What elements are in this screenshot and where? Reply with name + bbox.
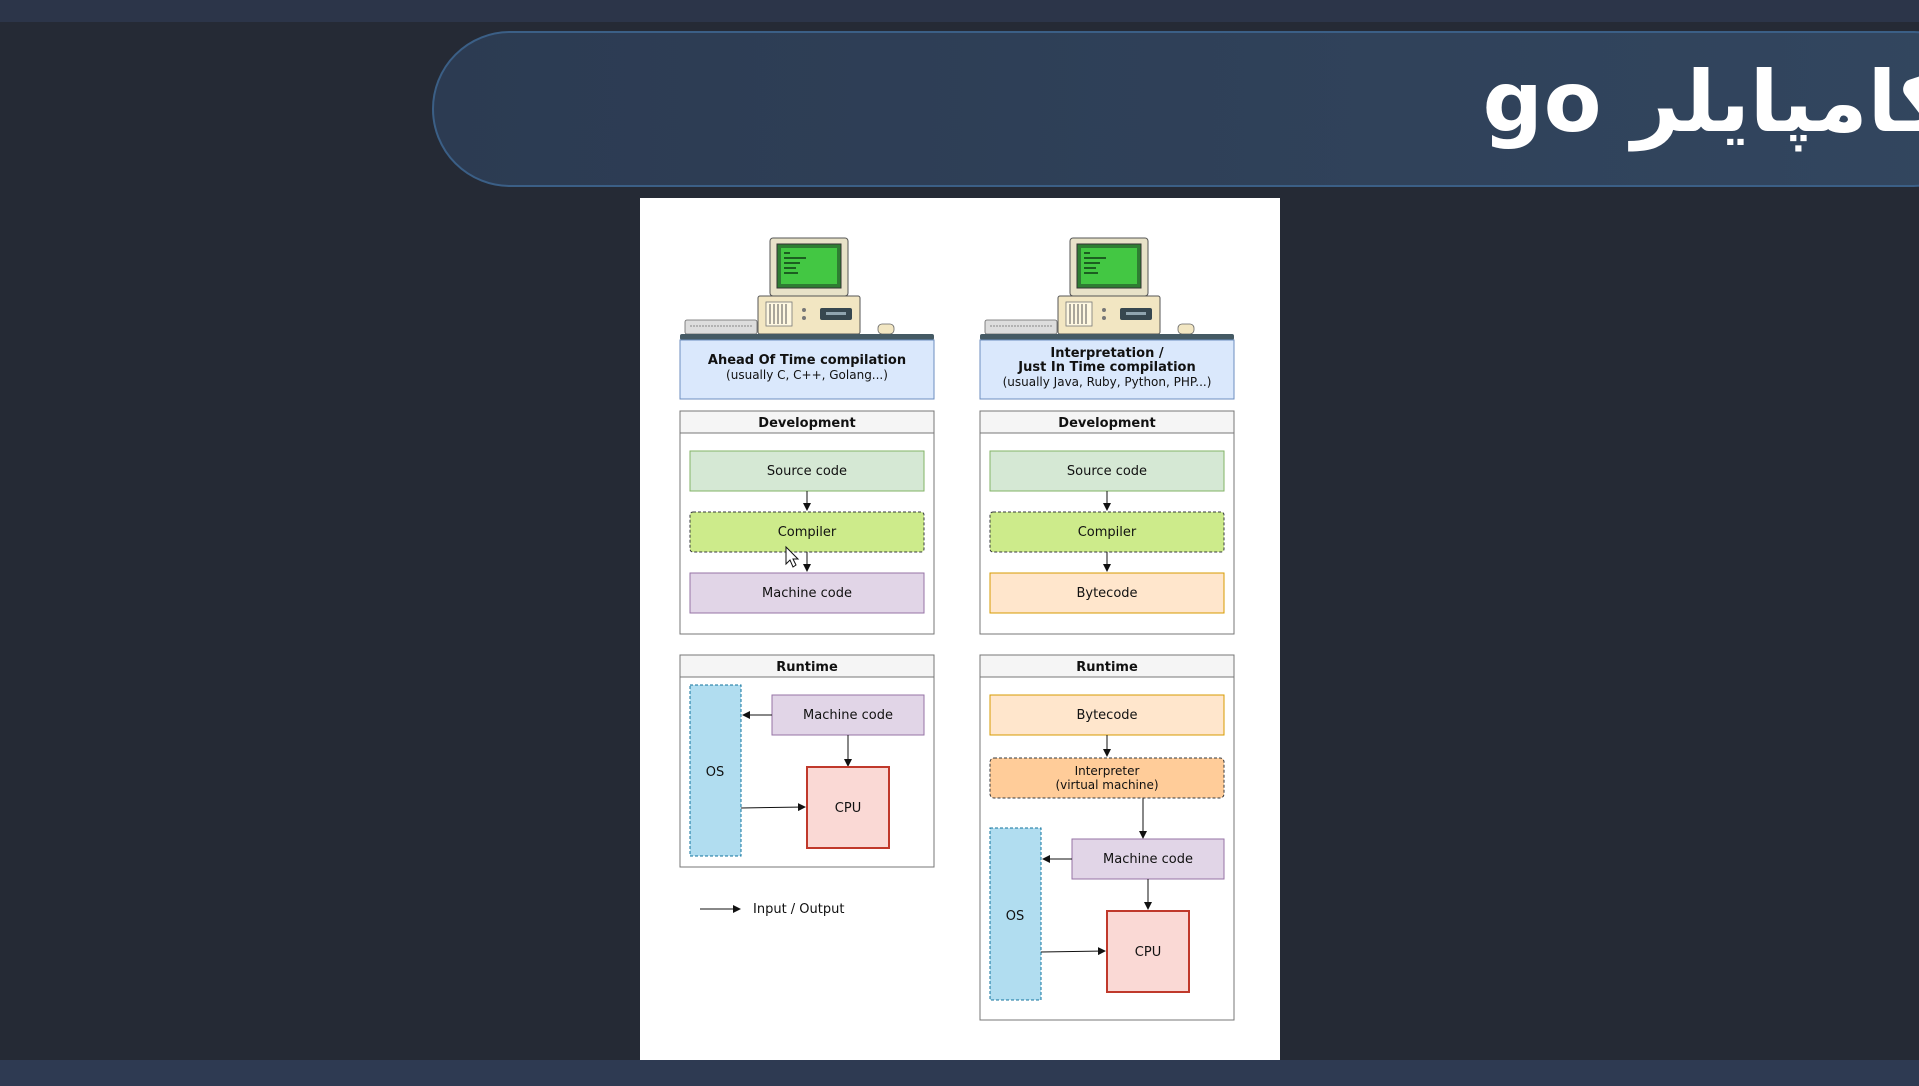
aot-runtime-header-bar bbox=[679, 654, 935, 678]
compilation-diagram: Ahead Of Time compilation (usually C, C+… bbox=[679, 237, 1235, 1021]
jit-title-box bbox=[979, 339, 1235, 400]
mouse-cursor-icon bbox=[785, 545, 800, 568]
aot-os-box bbox=[689, 684, 742, 857]
jit-runtime-machine-code-box bbox=[1071, 838, 1225, 880]
jit-runtime-bytecode-label: Bytecode bbox=[1076, 708, 1137, 723]
jit-os-label: OS bbox=[1006, 909, 1024, 924]
jit-bytecode-box bbox=[989, 572, 1225, 614]
jit-subtitle: (usually Java, Ruby, Python, PHP...) bbox=[1003, 375, 1212, 389]
aot-runtime-header: Runtime bbox=[776, 660, 838, 675]
aot-title: Ahead Of Time compilation bbox=[708, 353, 906, 368]
bottom-band bbox=[0, 1060, 1919, 1086]
aot-source-code-box bbox=[689, 450, 925, 492]
jit-interpreter-box bbox=[989, 757, 1225, 799]
jit-arrow-os-cpu bbox=[1040, 947, 1106, 956]
jit-cpu-box bbox=[1106, 910, 1190, 993]
jit-compiler-label: Compiler bbox=[1078, 525, 1137, 540]
top-band bbox=[0, 0, 1919, 22]
aot-development-header-bar bbox=[679, 410, 935, 434]
jit-interpreter-label-line2: (virtual machine) bbox=[1055, 778, 1158, 792]
aot-machine-code-label: Machine code bbox=[762, 586, 852, 601]
jit-development-header: Development bbox=[1058, 416, 1155, 431]
jit-interpreter-label-line1: Interpreter bbox=[1075, 764, 1140, 778]
aot-machine-code-box bbox=[689, 572, 925, 614]
slide-title: کامپایلر go bbox=[1482, 53, 1919, 151]
jit-os-box bbox=[989, 827, 1042, 1001]
aot-cpu-box bbox=[806, 766, 890, 849]
jit-runtime-bytecode-box bbox=[989, 694, 1225, 736]
aot-title-box bbox=[679, 339, 935, 400]
aot-compiler-label: Compiler bbox=[778, 525, 837, 540]
aot-development-header: Development bbox=[758, 416, 855, 431]
aot-runtime-machine-code-label: Machine code bbox=[803, 708, 893, 723]
diagram-image: Ahead Of Time compilation (usually C, C+… bbox=[640, 198, 1280, 1060]
jit-development-header-bar bbox=[979, 410, 1235, 434]
title-banner: کامپایلر go bbox=[432, 31, 1919, 187]
legend-label: Input / Output bbox=[753, 902, 844, 917]
aot-source-code-label: Source code bbox=[767, 464, 847, 479]
aot-subtitle: (usually C, C++, Golang...) bbox=[726, 368, 888, 382]
computer-icon bbox=[679, 237, 935, 341]
aot-arrow-os-cpu bbox=[740, 803, 806, 812]
aot-cpu-label: CPU bbox=[835, 801, 861, 816]
jit-runtime-header: Runtime bbox=[1076, 660, 1138, 675]
jit-source-code-box bbox=[989, 450, 1225, 492]
aot-os-label: OS bbox=[706, 765, 724, 780]
jit-title-line1: Interpretation / bbox=[1050, 346, 1163, 361]
jit-runtime-machine-code-label: Machine code bbox=[1103, 852, 1193, 867]
jit-cpu-label: CPU bbox=[1135, 945, 1161, 960]
jit-title-line2: Just In Time compilation bbox=[1017, 360, 1195, 375]
jit-bytecode-label: Bytecode bbox=[1076, 586, 1137, 601]
computer-icon bbox=[979, 237, 1235, 341]
jit-runtime-header-bar bbox=[979, 654, 1235, 678]
jit-source-code-label: Source code bbox=[1067, 464, 1147, 479]
